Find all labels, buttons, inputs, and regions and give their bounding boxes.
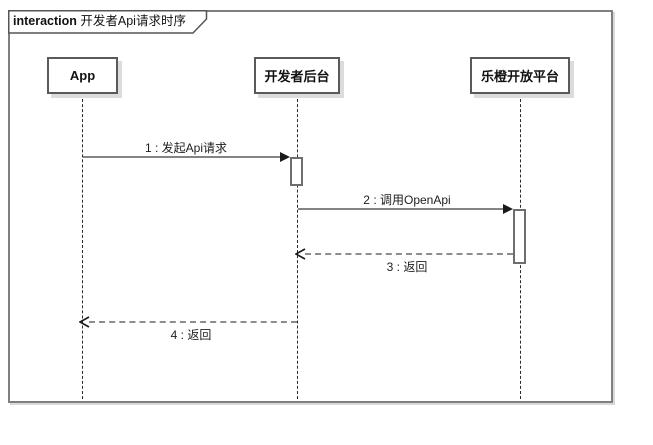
message-3-line bbox=[305, 253, 513, 255]
lifeline-head-lechange-platform: 乐橙开放平台 bbox=[470, 57, 570, 94]
frame-name-tab: interaction 开发者Api请求时序 bbox=[8, 10, 208, 34]
lifeline-head-developer-backend: 开发者后台 bbox=[254, 57, 340, 94]
message-1-line bbox=[83, 156, 281, 158]
lifeline-head-lechange-platform-label: 乐橙开放平台 bbox=[480, 69, 559, 84]
lifeline-head-developer-backend-label: 开发者后台 bbox=[264, 69, 330, 84]
lifeline-developer-backend bbox=[297, 94, 298, 399]
message-1-label: 1 : 发起Api请求 bbox=[144, 141, 228, 155]
message-2-line bbox=[298, 208, 504, 210]
message-3-open-arrowhead-icon bbox=[295, 248, 306, 260]
message-2-filled-arrowhead-icon bbox=[503, 204, 513, 214]
message-4-open-arrowhead-icon bbox=[79, 316, 90, 328]
lifeline-head-app-label: App bbox=[69, 68, 96, 83]
frame-tab-pentagon-shape bbox=[8, 10, 208, 34]
activation-bar-developer-backend bbox=[290, 157, 303, 186]
message-2-label: 2 : 调用OpenApi bbox=[363, 193, 451, 207]
activation-bar-lechange-platform bbox=[513, 209, 526, 264]
frame-title: interaction 开发者Api请求时序 bbox=[13, 10, 203, 32]
message-4-label: 4 : 返回 bbox=[170, 328, 212, 342]
lifeline-head-app: App bbox=[47, 57, 118, 94]
lifeline-app bbox=[82, 94, 83, 399]
message-3-label: 3 : 返回 bbox=[386, 260, 428, 274]
message-4-line bbox=[89, 321, 297, 323]
message-1-filled-arrowhead-icon bbox=[280, 152, 290, 162]
frame-title-label: 开发者Api请求时序 bbox=[80, 14, 186, 28]
frame-keyword-label: interaction bbox=[13, 14, 77, 28]
interaction-frame: interaction 开发者Api请求时序 App 开发者后台 乐橙开放平台 … bbox=[8, 10, 613, 403]
